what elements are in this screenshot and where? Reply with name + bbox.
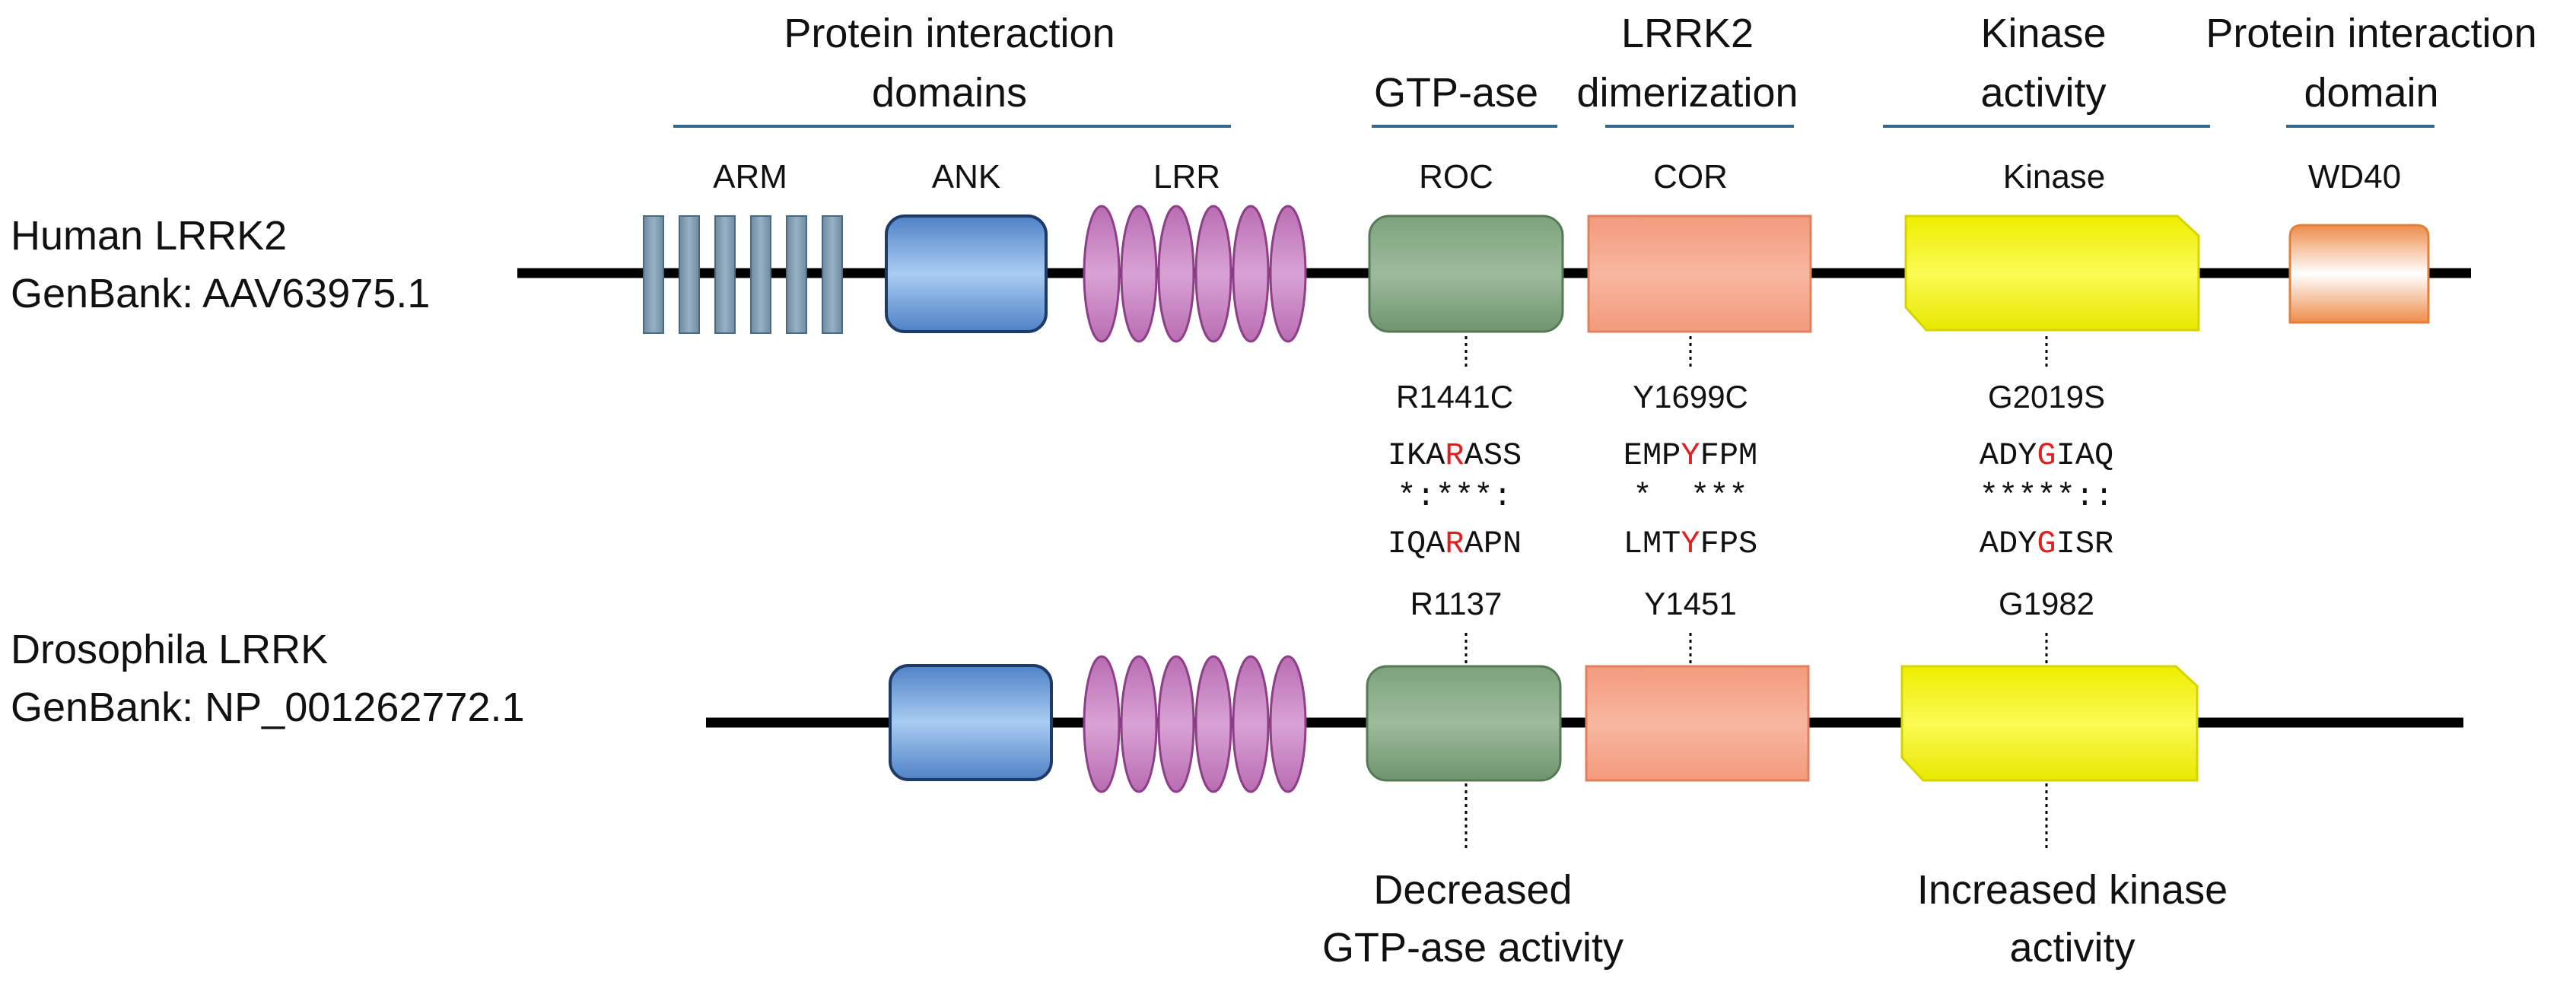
arm-repeat xyxy=(786,215,807,334)
effect-kinase-line2: activity xyxy=(2009,925,2135,971)
lrr-repeat xyxy=(1194,205,1232,343)
cor-fly-mutated-residue: Y xyxy=(1681,526,1700,562)
human-protein-name: Human LRRK2 xyxy=(11,213,287,259)
roc-human-sequence: IKARASS xyxy=(1388,437,1522,474)
drosophila-ank-domain xyxy=(889,664,1053,781)
group-protein-interaction-domain-line2: domain xyxy=(2304,70,2438,116)
group-protein-interaction-line2: domains xyxy=(872,70,1027,116)
kinase-human-mutated-residue: G xyxy=(2037,437,2056,474)
drosophila-protein-name: Drosophila LRRK xyxy=(11,627,328,672)
cor-fly-site: Y1451 xyxy=(1644,586,1736,621)
human-protein-accession: GenBank: AAV63975.1 xyxy=(11,271,430,316)
arm-repeat xyxy=(679,215,700,334)
roc-human-mutated-residue: R xyxy=(1445,437,1464,474)
effect-gtpase-line1: Decreased xyxy=(1373,867,1572,913)
roc-fly-mutated-residue: R xyxy=(1445,526,1464,562)
lrr-repeat xyxy=(1269,205,1307,343)
domain-label-ank: ANK xyxy=(932,158,1000,195)
lrr-repeat xyxy=(1083,205,1121,343)
domain-label-roc: ROC xyxy=(1419,158,1493,195)
kinase-fly-site: G1982 xyxy=(1999,586,2094,621)
domain-label-lrr: LRR xyxy=(1153,158,1220,195)
lrr-repeat xyxy=(1120,205,1158,343)
drosophila-cor-domain xyxy=(1585,665,1810,782)
kinase-conservation: *****:: xyxy=(1980,478,2113,515)
human-lrr-domain xyxy=(1083,205,1307,343)
lrr-repeat xyxy=(1157,655,1195,793)
drosophila-roc-domain xyxy=(1366,665,1562,782)
lrr-repeat xyxy=(1269,655,1307,793)
effect-kinase-line1: Increased kinase xyxy=(1917,867,2228,913)
cor-human-sequence: EMPYFPM xyxy=(1624,437,1757,474)
domain-label-wd40: WD40 xyxy=(2308,158,2401,195)
arm-repeat xyxy=(643,215,664,334)
group-gtpase-line1: GTP-ase xyxy=(1374,70,1538,116)
arm-repeat xyxy=(714,215,736,334)
human-cor-domain xyxy=(1587,214,1812,333)
domain-label-kinase: Kinase xyxy=(2003,158,2106,195)
roc-conservation: *:***: xyxy=(1397,478,1512,515)
human-roc-domain xyxy=(1368,214,1564,333)
kinase-fly-mutated-residue: G xyxy=(2037,526,2056,562)
lrr-repeat xyxy=(1194,655,1232,793)
cor-conservation: * *** xyxy=(1633,478,1748,515)
kinase-human-sequence: ADYGIAQ xyxy=(1980,437,2113,474)
drosophila-kinase-domain xyxy=(1900,665,2199,782)
lrr-repeat xyxy=(1157,205,1195,343)
lrr-repeat xyxy=(1083,655,1121,793)
arm-repeat xyxy=(750,215,771,334)
lrr-repeat xyxy=(1232,205,1270,343)
human-kinase-domain xyxy=(1904,214,2200,332)
human-arm-domain xyxy=(643,215,843,334)
roc-fly-sequence: IQARAPN xyxy=(1388,526,1522,562)
lrr-repeat xyxy=(1232,655,1270,793)
arm-repeat xyxy=(822,215,843,334)
cor-human-site: Y1699C xyxy=(1633,379,1748,415)
cor-human-mutated-residue: Y xyxy=(1681,437,1700,474)
group-protein-interaction-line1: Protein interaction xyxy=(784,11,1115,56)
cor-fly-sequence: LMTYFPS xyxy=(1624,526,1757,562)
domain-label-cor: COR xyxy=(1653,158,1728,195)
human-ank-domain xyxy=(885,214,1048,333)
group-kinase-activity-line1: Kinase xyxy=(1980,11,2106,56)
roc-fly-site: R1137 xyxy=(1410,586,1503,621)
group-kinase-activity-line2: activity xyxy=(1980,70,2106,116)
effect-gtpase-line2: GTP-ase activity xyxy=(1322,925,1624,971)
human-wd40-domain xyxy=(2288,224,2430,324)
drosophila-lrr-domain xyxy=(1083,655,1307,793)
group-dimerization-line1: LRRK2 xyxy=(1621,11,1754,56)
drosophila-protein-accession: GenBank: NP_001262772.1 xyxy=(11,685,525,730)
group-dimerization-line2: dimerization xyxy=(1576,70,1798,116)
kinase-human-site: G2019S xyxy=(1988,379,2105,415)
kinase-fly-sequence: ADYGISR xyxy=(1980,526,2113,562)
roc-human-site: R1441C xyxy=(1396,379,1513,415)
domain-label-arm: ARM xyxy=(713,158,787,195)
group-protein-interaction-domain-line1: Protein interaction xyxy=(2206,11,2536,56)
lrr-repeat xyxy=(1120,655,1158,793)
